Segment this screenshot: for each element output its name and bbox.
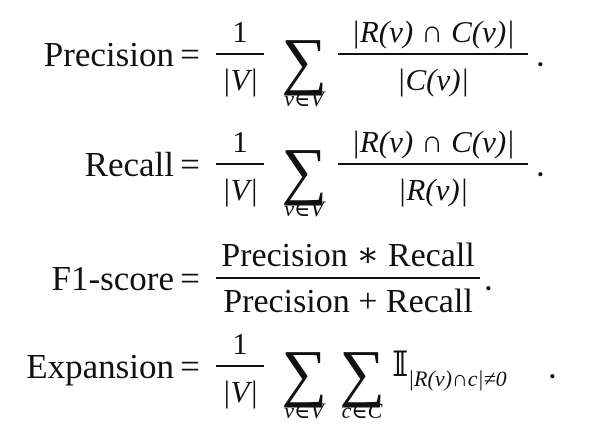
summation-subscript: v∈V <box>284 86 326 111</box>
precision-equation: Precision = 1 |V| ∑ v∈V |R(v) ∩ C(v)| |C… <box>0 0 598 111</box>
end-period: . <box>548 347 557 386</box>
equals-sign: = <box>180 347 200 386</box>
factor-numerator: 1 <box>232 326 248 361</box>
fraction-denominator: |C(v)| <box>397 62 469 97</box>
end-period: . <box>536 145 545 184</box>
second-summation-symbol: ∑ <box>339 337 385 408</box>
second-summation-subscript: c∈C <box>342 398 383 423</box>
summation-symbol: ∑ <box>281 25 327 96</box>
equation-label: Expansion <box>26 347 174 386</box>
factor-denominator: |V| <box>222 172 258 207</box>
factor-numerator: 1 <box>232 124 248 159</box>
fraction-numerator: |R(v) ∩ C(v)| <box>351 14 514 49</box>
end-period: . <box>484 259 493 298</box>
fraction-numerator: Precision ∗ Recall <box>221 237 475 274</box>
summation-subscript: v∈V <box>284 196 326 221</box>
equation-label: Recall <box>85 145 175 184</box>
equation-label: Precision <box>44 35 174 74</box>
factor-numerator: 1 <box>232 14 248 49</box>
equation-label: F1-score <box>52 259 174 298</box>
fraction-denominator: Precision + Recall <box>223 283 473 320</box>
summation-symbol: ∑ <box>281 135 327 206</box>
f1-score-equation: F1-score = Precision ∗ Recall Precision … <box>0 228 598 328</box>
expansion-equation: Expansion = 1 |V| ∑ v∈V ∑ c∈C 𝕀 |R(v)∩c|… <box>0 320 598 423</box>
factor-denominator: |V| <box>222 62 258 97</box>
recall-equation: Recall = 1 |V| ∑ v∈V |R(v) ∩ C(v)| |R(v)… <box>0 110 598 221</box>
end-period: . <box>536 35 545 74</box>
equals-sign: = <box>180 35 200 74</box>
fraction-denominator: |R(v)| <box>398 172 468 207</box>
indicator-subscript: |R(v)∩c|≠0 <box>408 366 507 391</box>
factor-denominator: |V| <box>222 374 258 409</box>
equals-sign: = <box>180 145 200 184</box>
summation-subscript: v∈V <box>284 398 326 423</box>
summation-symbol: ∑ <box>281 337 327 408</box>
equals-sign: = <box>180 259 200 298</box>
fraction-numerator: |R(v) ∩ C(v)| <box>351 124 514 159</box>
indicator-symbol: 𝕀 <box>392 345 408 384</box>
